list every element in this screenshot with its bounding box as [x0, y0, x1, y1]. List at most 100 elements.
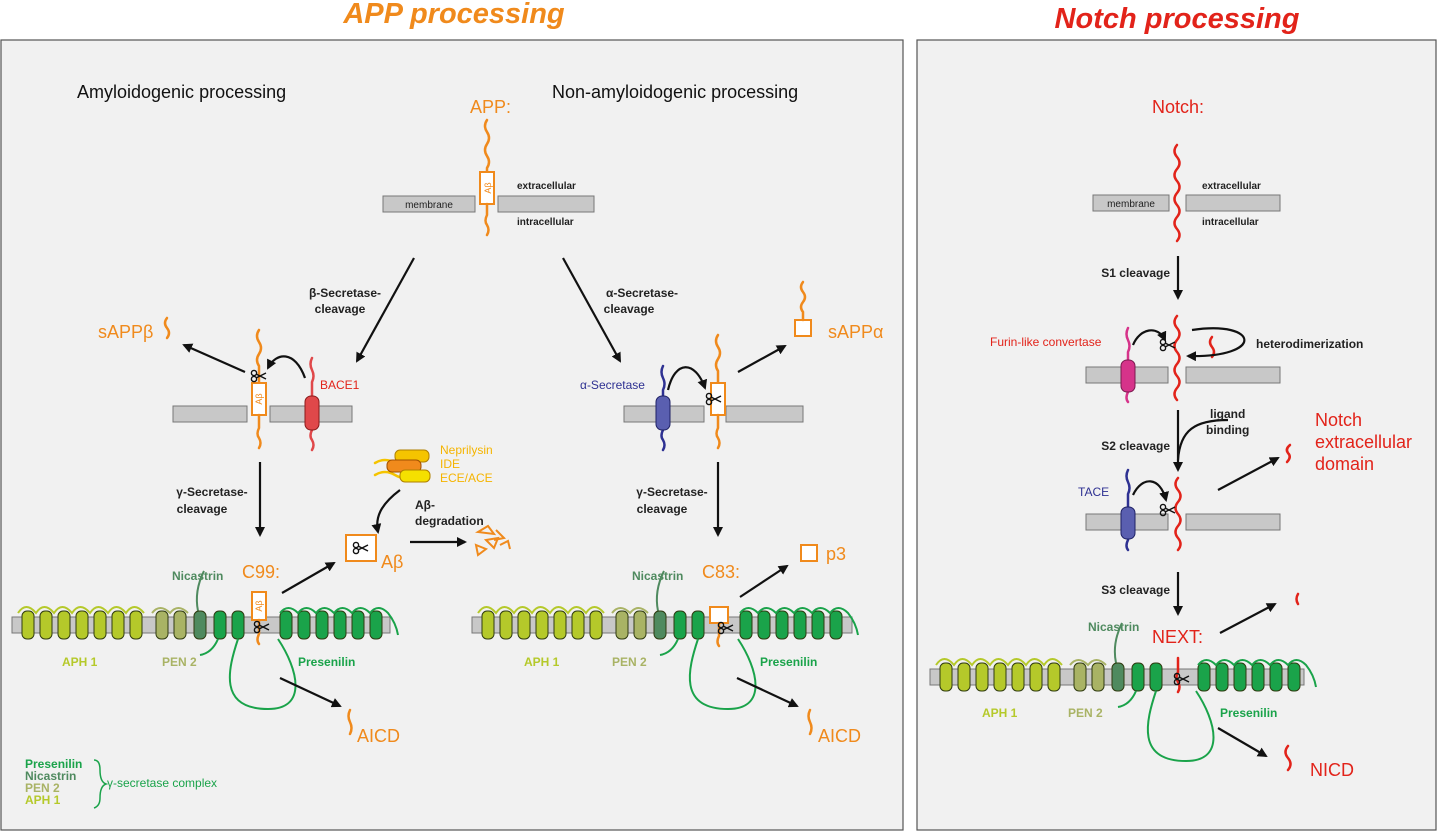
pen2-label-right: PEN 2: [612, 655, 647, 669]
tace-label: TACE: [1078, 485, 1109, 499]
presenilin-helix: [231, 610, 245, 640]
sappa-box: [794, 319, 812, 337]
alpha-cleavage-label-1: α-Secretase-: [606, 286, 678, 300]
presenilin-helix: [315, 610, 329, 640]
gamma-cleavage-left-2: cleavage: [177, 502, 228, 516]
aph1-helix: [111, 610, 125, 640]
pen2-loops: [611, 607, 649, 615]
presenilin-helix: [297, 610, 311, 640]
aph1-helix: [975, 662, 989, 692]
gamma-cleavage-right-2: cleavage: [637, 502, 688, 516]
notch-s1-receptor: [1173, 314, 1181, 402]
bace1-enzyme: [304, 395, 320, 431]
alpha-membrane-right: [725, 405, 804, 423]
aicd-fragment-right: [807, 708, 813, 736]
next-fragment: [1295, 592, 1300, 606]
aph1-helix: [93, 610, 107, 640]
abeta-degradation-label-1: Aβ-: [415, 498, 435, 512]
degradation-enzymes: [373, 449, 431, 483]
legend-aph1: APH 1: [25, 793, 61, 807]
sappa-arrow: [737, 345, 787, 373]
aicd-arrow-right: [736, 677, 799, 708]
aph1-helix: [75, 610, 89, 640]
alpha-secretase-enzyme: [655, 395, 671, 431]
beta-cleavage-label-1: β-Secretase-: [309, 286, 381, 300]
presenilin-helix: [369, 610, 383, 640]
app-panel: [0, 39, 904, 831]
presenilin-n-term: [1117, 690, 1137, 708]
nicastrin-label-left: Nicastrin: [172, 569, 223, 583]
aph1-loops: [477, 606, 605, 615]
abeta-label: Aβ: [381, 552, 403, 572]
alpha-abeta-box: [710, 382, 726, 416]
presenilin-helix: [1287, 662, 1301, 692]
nicd-fragment: [1284, 744, 1292, 772]
ecd-label-3: domain: [1315, 454, 1374, 474]
notch-full-receptor: [1173, 143, 1181, 243]
aph1-helix: [535, 610, 549, 640]
presenilin-helix: [1233, 662, 1247, 692]
presenilin-helix: [691, 610, 705, 640]
notch-top-membrane-left: [1092, 194, 1170, 212]
heterodimerization-label: heterodimerization: [1256, 337, 1363, 351]
presenilin-cytoplasmic-loop: [688, 638, 757, 711]
presenilin-helix: [1197, 662, 1211, 692]
aph1-helix: [939, 662, 953, 692]
aph1-helix: [517, 610, 531, 640]
aicd-label-right: AICD: [818, 726, 861, 746]
abeta-release-arrow: [281, 562, 336, 594]
presenilin-helix: [1215, 662, 1229, 692]
ecd-fragment: [1285, 443, 1292, 464]
beta-membrane-left: [172, 405, 248, 423]
pen2-helix: [615, 610, 629, 640]
sappa-fragment: [799, 280, 807, 322]
p3-label: p3: [826, 544, 846, 564]
sappb-fragment: [163, 316, 171, 340]
pen2-helix: [1073, 662, 1087, 692]
furin-label: Furin-like convertase: [990, 335, 1102, 349]
app-extracellular-label: extracellular: [517, 181, 576, 192]
presenilin-helix: [351, 610, 365, 640]
abeta-degradation-label-2: degradation: [415, 514, 484, 528]
pen2-helix: [155, 610, 169, 640]
pen2-label-notch: PEN 2: [1068, 706, 1103, 720]
legend-complex-label: γ-secretase complex: [107, 776, 217, 790]
ligand-label-2: binding: [1206, 423, 1249, 437]
aph1-label-right: APH 1: [524, 655, 560, 669]
presenilin-helix: [673, 610, 687, 640]
alpha-app-intracellular: [715, 413, 721, 450]
presenilin-helix: [829, 610, 843, 640]
pen2-helix: [1091, 662, 1105, 692]
notch-intracellular-label: intracellular: [1202, 217, 1259, 228]
beta-abeta-text: Aβ: [254, 393, 264, 404]
gamma-cleavage-left-1: γ-Secretase-: [176, 485, 247, 499]
pen2-helix: [633, 610, 647, 640]
ece-ace-label: ECE/ACE: [440, 471, 493, 485]
presenilin-helix: [279, 610, 293, 640]
s1-membrane-right: [1185, 366, 1281, 384]
gamma-cleavage-right-1: γ-Secretase-: [636, 485, 707, 499]
app-top-membrane-right: [497, 195, 595, 213]
c99-abeta-text: Aβ: [254, 600, 264, 611]
aph1-loops: [935, 658, 1063, 667]
ligand-label-1: ligand: [1210, 407, 1245, 421]
app-top-extracellular-tail: [483, 118, 491, 174]
nicastrin-helix: [193, 610, 207, 640]
presenilin-loops: [1197, 659, 1317, 688]
aph1-loops: [17, 606, 145, 615]
notch-extracellular-label: extracellular: [1202, 181, 1261, 192]
app-membrane-label: membrane: [405, 200, 453, 211]
beta-app-intracellular: [256, 413, 262, 450]
aph1-helix: [553, 610, 567, 640]
notch-gamma-secretase-complex: [935, 622, 1317, 763]
app-top-abeta-text: Aβ: [483, 182, 493, 193]
aph1-helix: [993, 662, 1007, 692]
aph1-helix: [957, 662, 971, 692]
degradation-curve-arrow: [371, 489, 401, 534]
notch-s2-receptor: [1174, 476, 1182, 552]
furin-enzyme: [1120, 359, 1136, 393]
nicastrin-label-right: Nicastrin: [632, 569, 683, 583]
pen2-label-left: PEN 2: [162, 655, 197, 669]
alpha-cut-arrow: [666, 366, 708, 391]
legend-presenilin: Presenilin: [25, 757, 82, 771]
